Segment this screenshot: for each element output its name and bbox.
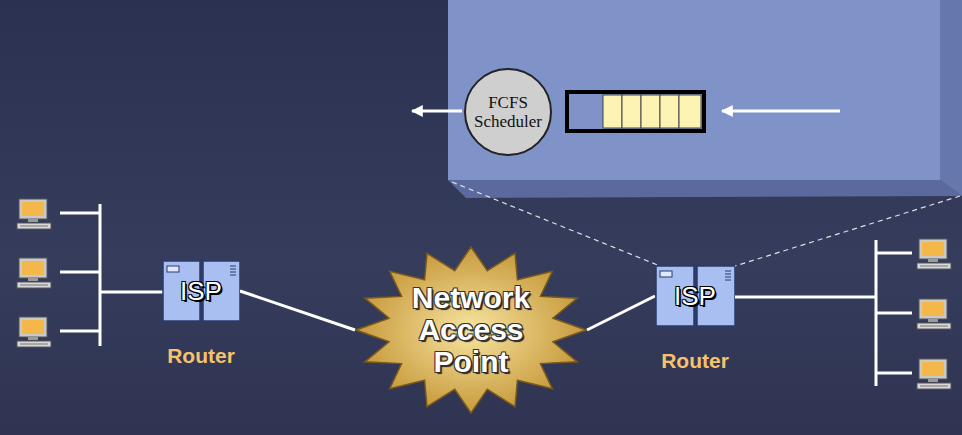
departure-arrow <box>412 110 462 113</box>
computer-icon <box>17 317 51 347</box>
link-line <box>587 296 655 330</box>
router-label: ISP <box>674 282 716 310</box>
arrival-arrow <box>722 110 840 113</box>
computer-icon <box>917 359 951 389</box>
zoom-line <box>452 182 660 266</box>
access-point-star: Network Access Point <box>355 246 587 414</box>
router-caption: Router <box>661 349 729 373</box>
scheduler-label: FCFS Scheduler <box>469 93 547 131</box>
router-caption: Router <box>167 344 235 368</box>
link-line <box>240 291 355 330</box>
left-lan <box>60 204 163 346</box>
computer-icon <box>917 299 951 329</box>
computer-icon <box>917 239 951 269</box>
router-box: ISPRouter <box>655 265 735 327</box>
router-label: ISP <box>180 277 222 305</box>
right-lan <box>735 240 912 386</box>
packet-queue <box>567 92 704 131</box>
router-detail-panel <box>448 0 962 198</box>
computer-icon <box>17 258 51 288</box>
scheduler-circle: FCFS Scheduler <box>463 67 553 157</box>
computer-icon <box>17 199 51 229</box>
router-box: ISPRouter <box>162 260 240 322</box>
access-point-label: Network Access Point <box>386 282 556 378</box>
